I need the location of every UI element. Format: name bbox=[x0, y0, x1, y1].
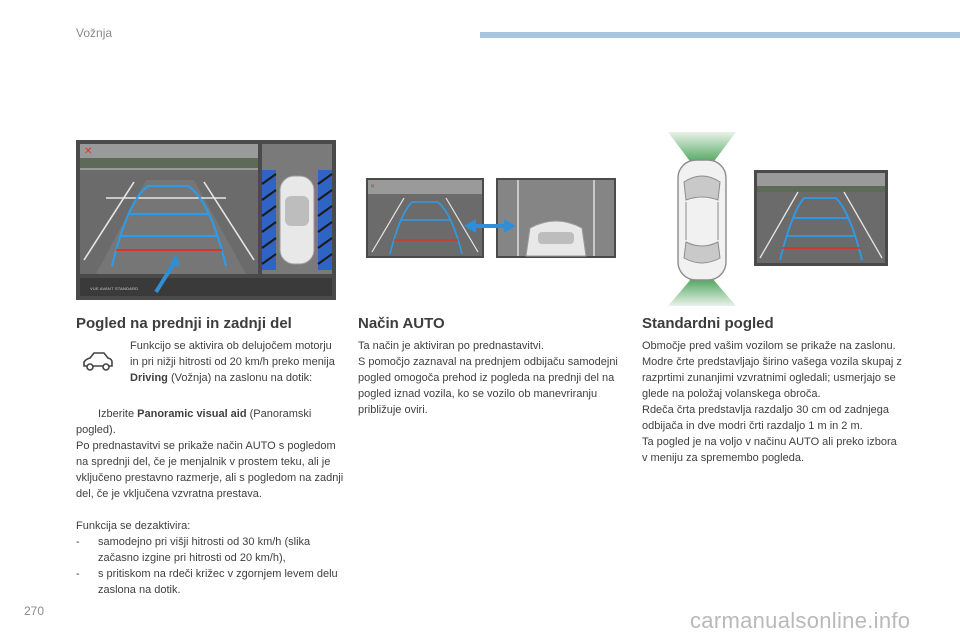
header-accent-bar bbox=[480, 32, 960, 38]
select-instruction: Izberite Panoramic visual aid (Panoramsk… bbox=[76, 408, 312, 436]
svg-text:✕: ✕ bbox=[370, 184, 375, 190]
standard-view-text: Območje pred vašim vozilom se prikaže na… bbox=[642, 340, 902, 464]
section-label: Vožnja bbox=[76, 26, 113, 40]
default-mode-text: Po prednastavitvi se prikaže način AUTO … bbox=[76, 440, 344, 500]
list-item: -samodejno pri višji hitrosti od 30 km/h… bbox=[76, 536, 311, 564]
double-arrow-icon bbox=[464, 219, 516, 233]
screen-label: VUE AVANT STANDARD bbox=[90, 286, 139, 291]
standard-view-illustration bbox=[668, 132, 888, 306]
arrow-indicator bbox=[154, 258, 178, 294]
front-camera-cone bbox=[668, 132, 736, 164]
guide-lines-blue bbox=[110, 184, 228, 267]
camera-screen-illustration: ✕ bbox=[76, 140, 336, 300]
intro-text: Funkcijo se aktivira ob delujočem motorj… bbox=[130, 340, 335, 384]
figure-auto-mode: ✕ bbox=[366, 178, 616, 258]
rear-camera-cone bbox=[668, 278, 736, 306]
close-cross-icon: ✕ bbox=[84, 146, 92, 157]
car-icon bbox=[80, 350, 116, 379]
list-item: -s pritiskom na rdeči križec v zgornjem … bbox=[76, 568, 338, 596]
deactivate-title: Funkcija se dezaktivira: bbox=[76, 520, 191, 532]
deactivate-list: -samodejno pri višji hitrosti od 30 km/h… bbox=[76, 534, 344, 598]
watermark: carmanualsonline.info bbox=[690, 608, 911, 633]
auto-mode-illustration: ✕ bbox=[366, 178, 616, 258]
heading-standard-view: Standardni pogled bbox=[642, 315, 774, 332]
heading-auto-mode: Način AUTO bbox=[358, 315, 445, 332]
page-number: 270 bbox=[24, 604, 45, 618]
auto-mode-text: Ta način je aktiviran po prednastavitvi.… bbox=[358, 340, 618, 416]
figure-standard-view bbox=[660, 130, 890, 306]
heading-front-rear-view: Pogled na prednji in zadnji del bbox=[76, 315, 292, 332]
figure-front-rear-view: ✕ VUE AVANT STANDARD bbox=[76, 140, 336, 300]
